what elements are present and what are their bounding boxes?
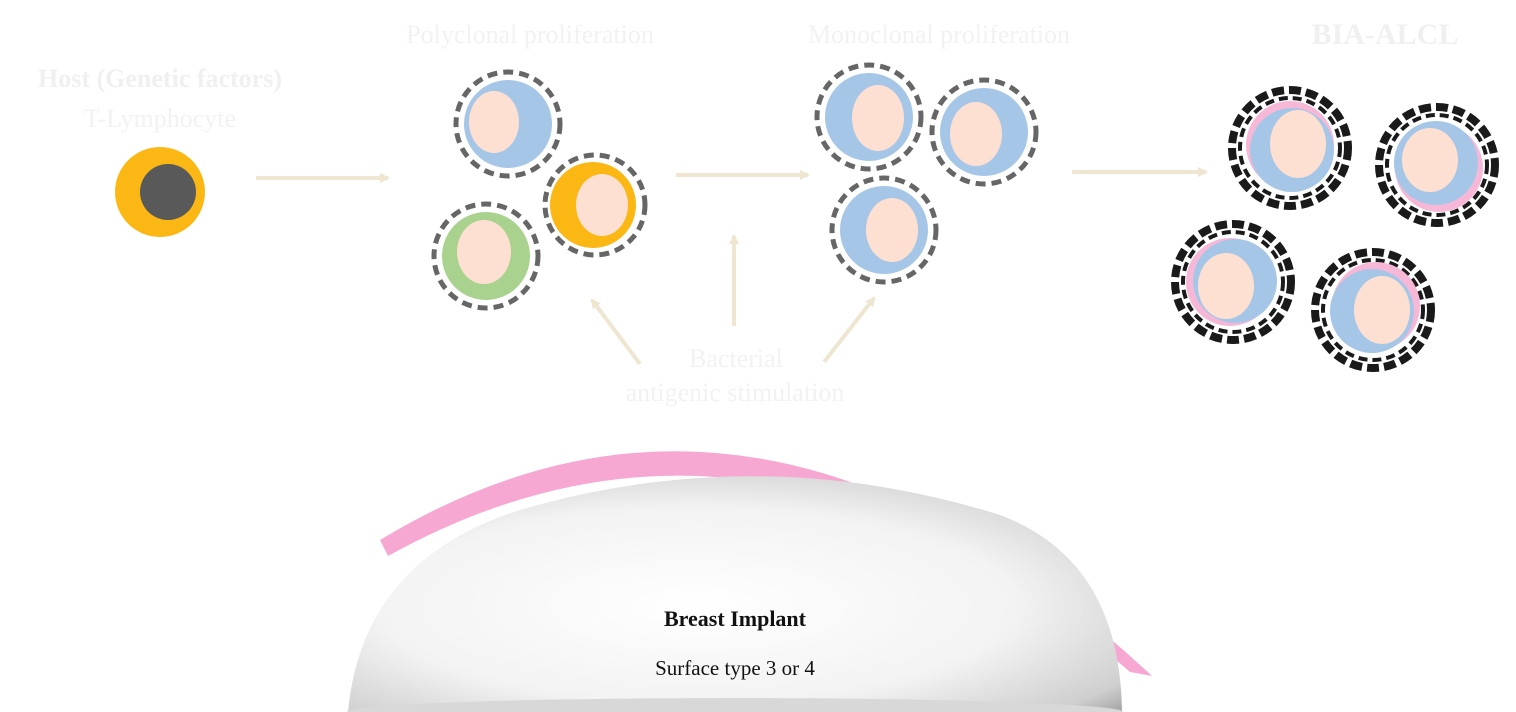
arrow-stimulation-right: [822, 296, 876, 364]
stimulus-label-line1: Bacterial: [689, 344, 783, 373]
bia-alcl-cell-1: [1228, 86, 1352, 210]
polyclonal-cell-orange: [542, 152, 648, 258]
monoclonal-cell-2: [929, 77, 1039, 187]
bia-alcl-cell-4: [1311, 248, 1435, 372]
implant-base-shadow: [347, 698, 1123, 712]
host-title: Host (Genetic factors): [37, 64, 283, 93]
stage-monoclonal-title: Monoclonal proliferation: [807, 20, 1071, 49]
biofilm-label-left: Biofilm: [408, 462, 472, 484]
host-t-lymphocyte: [115, 147, 205, 237]
bia-alcl-cell-2: [1375, 103, 1499, 227]
stage-bia-alcl-title: BIA-ALCL: [1311, 18, 1459, 51]
implant-subtitle: Surface type 3 or 4: [655, 656, 815, 680]
host-subtitle: T-Lymphocyte: [83, 104, 237, 133]
monoclonal-cell-1: [814, 62, 924, 172]
polyclonal-cell-green: [431, 201, 541, 311]
stimulus-label-line2: antigenic stimulation: [625, 378, 845, 407]
monoclonal-cell-3: [829, 175, 939, 285]
polyclonal-cell-blue: [453, 69, 563, 179]
arrow-stimulation-left: [590, 298, 642, 366]
stage-polyclonal-title: Polyclonal proliferation: [406, 20, 654, 49]
bia-alcl-cell-3: [1171, 220, 1295, 344]
biofilm-label-right: Biofilm: [1070, 538, 1134, 560]
implant-title: Breast Implant: [664, 606, 806, 631]
breast-implant: [348, 476, 1122, 712]
